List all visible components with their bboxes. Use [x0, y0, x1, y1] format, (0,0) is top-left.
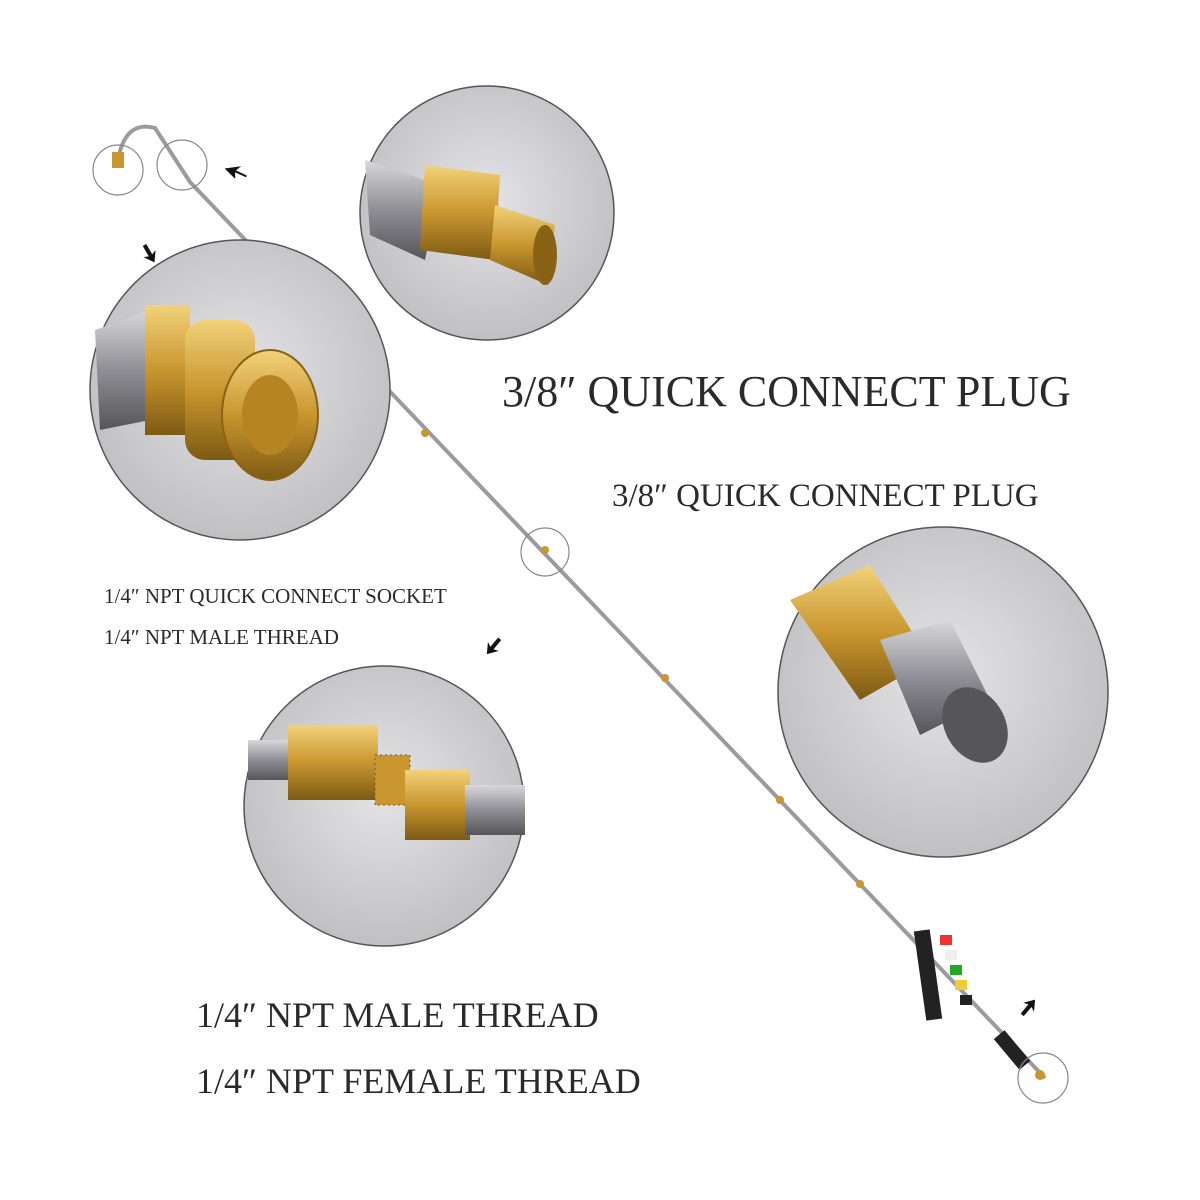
label-quick-connect-plug: 3/8″ QUICK CONNECT PLUG	[612, 478, 1039, 514]
detail-circle-top-plug	[359, 85, 615, 341]
wand-rod	[112, 124, 1047, 1080]
label-female-thread: 1/4″ NPT FEMALE THREAD	[196, 1061, 641, 1101]
detail-circle-plug	[777, 526, 1109, 858]
label-quick-connect-plug-large: 3/8″ QUICK CONNECT PLUG	[502, 367, 1071, 416]
label-male-thread: 1/4″ NPT MALE THREAD	[196, 995, 599, 1035]
nozzle-holder	[913, 929, 1031, 1070]
detail-circle-female-thread	[243, 665, 525, 947]
label-socket-male-thread: 1/4″ NPT MALE THREAD	[104, 625, 339, 649]
detail-circle-socket	[89, 239, 391, 541]
label-quick-connect-socket: 1/4″ NPT QUICK CONNECT SOCKET	[104, 584, 447, 608]
callout-circles	[92, 139, 1069, 1104]
arrow-icons	[142, 166, 1036, 1017]
